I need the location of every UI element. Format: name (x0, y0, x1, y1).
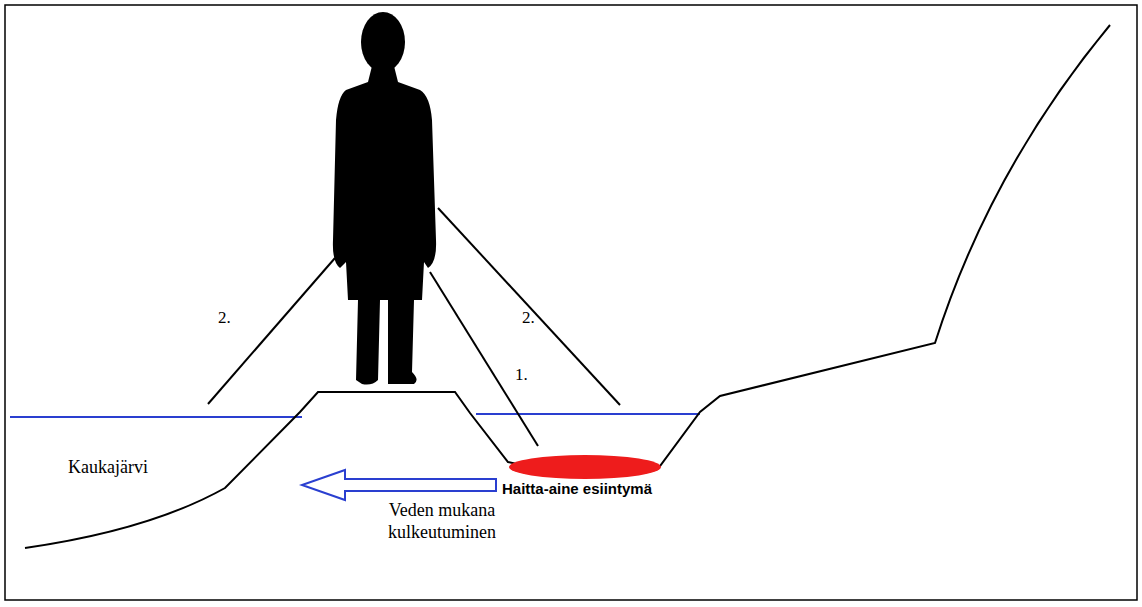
exposure-line (438, 208, 620, 405)
deposit-label: Haitta-aine esiintymä (502, 480, 652, 498)
water-surface (476, 413, 700, 415)
terrain-profile (25, 25, 1110, 548)
callout-number: 2. (522, 308, 535, 328)
contaminant-deposit (509, 455, 661, 479)
callout-number: 2. (218, 308, 231, 328)
callout-number: 1. (515, 365, 528, 385)
flow-label: Veden mukana kulkeutuminen (372, 500, 512, 543)
flow-arrow (302, 470, 496, 500)
frame (5, 5, 1137, 600)
lake-name: Kaukajärvi (68, 457, 148, 479)
person-silhouette (333, 12, 436, 385)
exposure-line (208, 258, 335, 404)
water-surface (10, 416, 302, 418)
